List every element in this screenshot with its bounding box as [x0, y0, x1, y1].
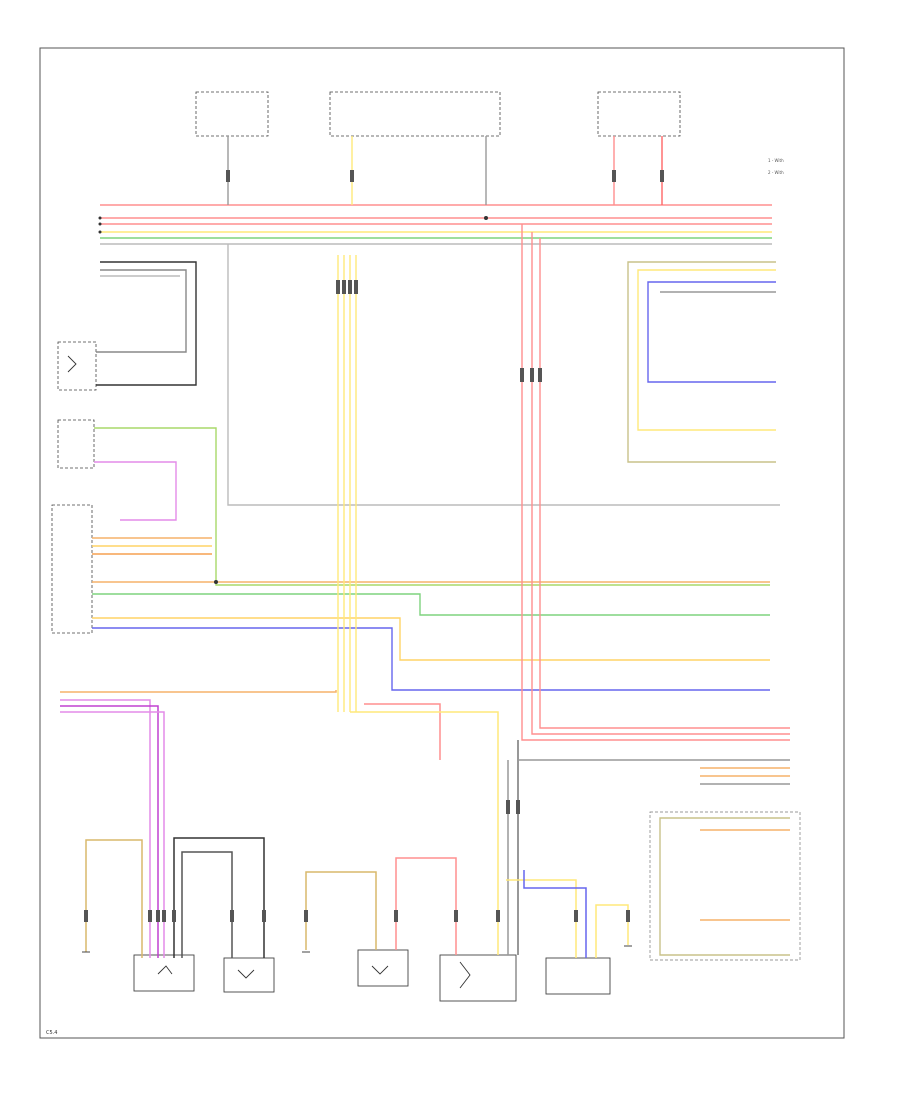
switch-icon	[67, 355, 77, 373]
coolant-fan-relay-box	[57, 341, 97, 391]
connector-mark	[162, 910, 166, 922]
wire-orange-to-bottom	[60, 690, 337, 693]
connector-mark	[262, 910, 266, 922]
splice-dot	[98, 222, 102, 226]
ecm-wires	[92, 537, 770, 691]
trunk-red-6	[531, 232, 790, 735]
connector-mark	[394, 910, 398, 922]
wire-pink-bottom-3	[60, 711, 165, 958]
connector-mark	[172, 910, 176, 922]
connector-mark	[148, 910, 152, 922]
connector-mark	[348, 280, 352, 294]
wire-green-ecm-5	[92, 593, 770, 616]
connector-mark	[336, 280, 340, 294]
bottom-components	[133, 949, 611, 1002]
connector-mark	[612, 170, 616, 182]
fuse-box-center	[329, 91, 501, 137]
connector-mark	[574, 910, 578, 922]
right-sensor-dashed-box	[649, 811, 801, 961]
legend-item-1: 1 - With	[768, 158, 784, 163]
oil-pressure-sensor-box	[357, 949, 409, 987]
connector-mark	[516, 800, 520, 814]
thermostat-box	[545, 957, 611, 995]
connector-mark	[454, 910, 458, 922]
connector-mark	[354, 280, 358, 294]
wire-olive-right-5	[659, 817, 790, 956]
legend-item-2: 2 - With	[768, 170, 784, 175]
wire-olive-fan-right	[627, 261, 776, 463]
diagram-border	[39, 47, 845, 1039]
connector-mark	[350, 170, 354, 182]
splice-dot	[98, 216, 102, 220]
engine-control-module-box	[51, 504, 93, 634]
wire-magenta-bottom-2	[60, 705, 159, 958]
splice-dot	[98, 230, 102, 234]
switch-icon	[459, 961, 471, 989]
splice-dots	[98, 216, 488, 584]
connector-mark	[626, 910, 630, 922]
brake-switch-box	[223, 957, 275, 993]
park-neutral-switch-box	[133, 954, 195, 992]
wire-gray-sensor-right	[227, 244, 780, 506]
relay-box-right	[597, 91, 681, 137]
wire-tan-oil	[305, 871, 377, 950]
wire-blue-ecm-7	[92, 627, 770, 691]
splice-dot	[214, 580, 218, 584]
lower-wires	[60, 690, 629, 958]
bottom-right-wires	[518, 759, 801, 961]
switch-icon	[157, 965, 173, 975]
fan-relay-wires	[96, 261, 197, 386]
switch-symbols	[67, 355, 471, 989]
connector-mark	[660, 170, 664, 182]
wire-pink-level	[94, 461, 177, 521]
wire-red-oil	[364, 703, 441, 760]
wire-gray-relay-2	[96, 269, 187, 353]
trunk-red-5	[521, 224, 790, 741]
connector-mark	[304, 910, 308, 922]
ground-symbols	[82, 945, 632, 953]
top-vertical-wires	[227, 136, 663, 205]
wire-dark-loop	[173, 837, 265, 958]
right-side-wires	[227, 244, 780, 506]
fuse-box-left	[195, 91, 269, 137]
splice-dot	[484, 216, 488, 220]
connector-mark	[156, 910, 160, 922]
switch-icon	[371, 965, 389, 975]
trunk-red-7	[539, 238, 790, 729]
level-sensor-wires	[94, 427, 770, 586]
connector-mark	[530, 368, 534, 382]
wire-dark-relay-1	[96, 261, 197, 386]
connector-mark	[226, 170, 230, 182]
coolant-sensor-box	[439, 954, 517, 1002]
connector-mark	[84, 910, 88, 922]
wire-blue-fan-right	[647, 281, 776, 383]
wire-yellow-thermo	[506, 879, 577, 958]
connector-mark	[496, 910, 500, 922]
left-components	[51, 341, 97, 634]
wire-tan-loop	[85, 839, 143, 958]
wire-yellow-thermo-2	[595, 904, 629, 958]
corner-code: C5.4	[46, 1030, 57, 1036]
connector-mark	[520, 368, 524, 382]
connector-markers	[84, 170, 664, 922]
wire-yellow-ecm-6	[92, 617, 770, 661]
top-fuse-boxes	[195, 91, 681, 137]
wire-pink-bottom-1	[60, 699, 151, 958]
wire-yellow-fan-right	[637, 269, 776, 431]
connector-mark	[342, 280, 346, 294]
central-trunk-wires	[337, 224, 790, 741]
switch-icon	[237, 969, 255, 979]
coolant-level-sensor-box	[57, 419, 95, 469]
wire-dark-loop-inner	[181, 851, 233, 958]
bus-wires	[100, 204, 772, 245]
wire-yellow-central-down	[350, 711, 499, 955]
wire-red-coolant	[395, 857, 457, 955]
connector-mark	[506, 800, 510, 814]
connector-mark	[538, 368, 542, 382]
connector-mark	[230, 910, 234, 922]
wire-green-level	[94, 427, 770, 586]
wire-blue-thermo	[523, 870, 587, 958]
